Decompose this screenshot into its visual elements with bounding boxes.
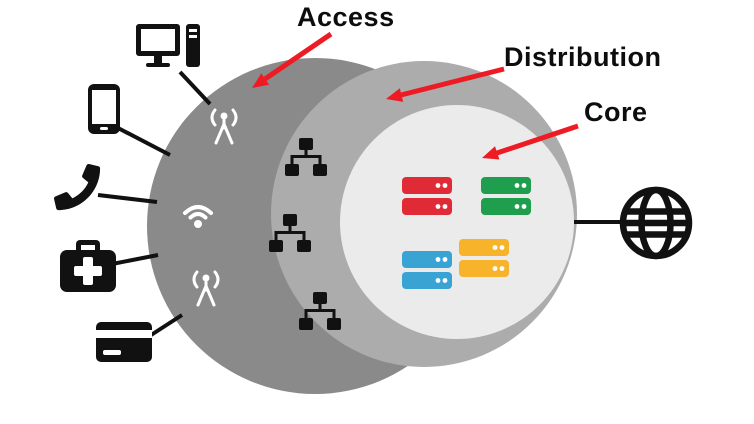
connector-handset — [97, 193, 158, 204]
server-stack-green-icon — [481, 177, 531, 215]
server-stack-yellow-icon — [459, 239, 509, 277]
core-circle — [340, 105, 574, 339]
cell-tower-icon — [210, 108, 238, 145]
distribution-layer-icons — [269, 138, 341, 330]
connector-credit-card — [146, 313, 184, 339]
access-label: Access — [297, 2, 395, 32]
access-arrow-line — [263, 31, 333, 82]
credit-card-icon — [96, 322, 152, 362]
access-layer-icons — [183, 108, 238, 307]
distribution-arrowhead — [386, 88, 404, 102]
connector-smartphone — [117, 126, 171, 157]
core-label: Core — [584, 97, 648, 127]
globe-icon — [619, 186, 693, 260]
device-connector-lines — [97, 70, 620, 339]
first-aid-kit-icon — [60, 240, 116, 292]
access-arrowhead — [252, 73, 270, 88]
edge-device-icons — [53, 24, 200, 362]
core-layer-icons — [402, 177, 531, 289]
network-switch-icon — [299, 292, 341, 330]
annotation-arrows — [252, 31, 579, 160]
core-arrow-line — [496, 123, 579, 156]
distribution-label: Distribution — [504, 42, 662, 72]
desktop-computer-icon — [136, 24, 200, 67]
network-switch-icon — [285, 138, 327, 176]
server-stack-blue-icon — [402, 251, 452, 289]
core-arrowhead — [482, 146, 500, 160]
phone-handset-icon — [53, 163, 101, 211]
smartphone-icon — [88, 84, 120, 134]
distribution-arrow-line — [400, 66, 505, 98]
server-stack-red-icon — [402, 177, 452, 215]
connector-first-aid — [111, 253, 159, 266]
cell-tower-icon — [192, 270, 220, 307]
wifi-icon — [183, 205, 213, 228]
network-switch-icon — [269, 214, 311, 252]
connector-desktop — [178, 70, 212, 106]
